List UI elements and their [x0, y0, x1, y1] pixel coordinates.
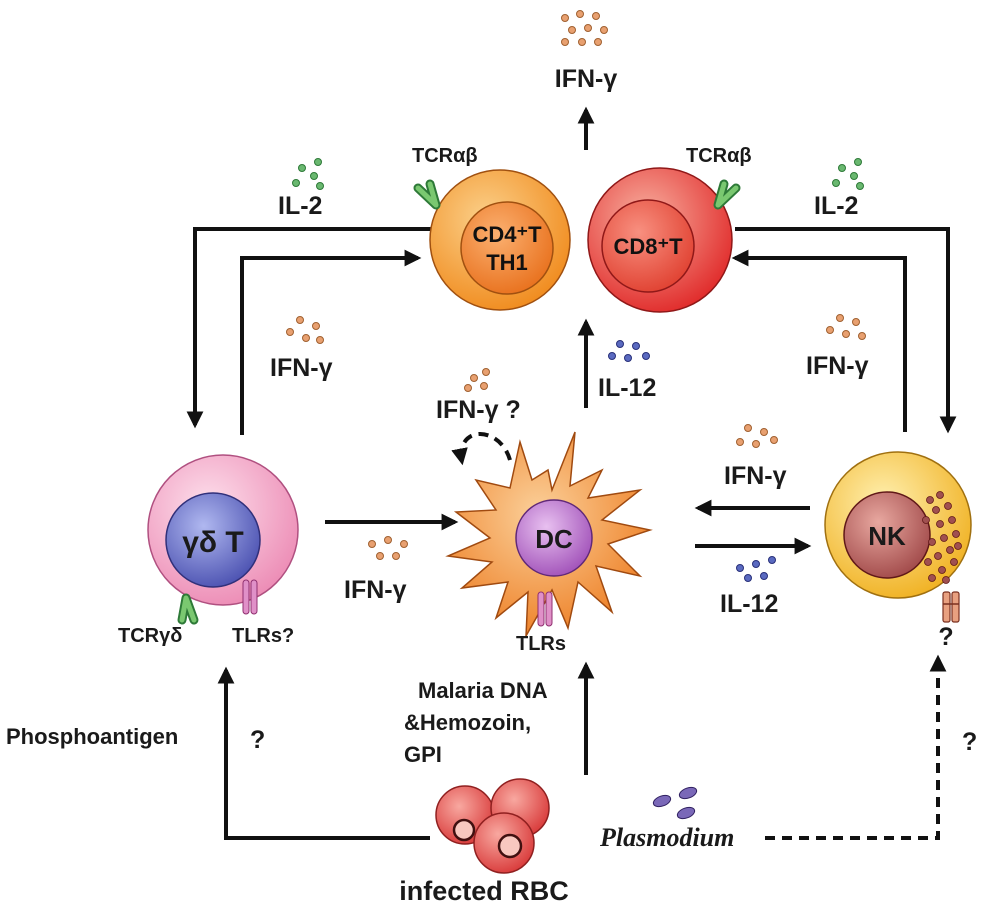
arrow-ifng-to-cd4	[240, 249, 422, 435]
nk-receptor-icon	[942, 591, 960, 623]
il2-dots-left	[292, 158, 324, 190]
nk-cell: NK	[824, 451, 972, 623]
cd4-label-line2: TH1	[486, 250, 528, 275]
dc-tlr-label: TLRs	[516, 633, 566, 655]
arrows	[186, 106, 957, 840]
il12-dc-to-nk-label: IL-12	[720, 590, 778, 618]
il12-dots-up	[608, 340, 650, 362]
ifng-nk-to-dc-label: IFN-γ	[724, 462, 787, 490]
cd4-tcr-receptor-icon	[413, 179, 441, 210]
infected-rbc-label: infected RBC	[399, 876, 569, 906]
cd8-tcr-label: TCRαβ	[686, 145, 752, 167]
il12-dots-dc-nk	[736, 556, 776, 582]
gdt-tlr-label: TLRs?	[232, 625, 294, 647]
ifng-dc-self-label: IFN-γ ?	[436, 396, 521, 424]
cd8-nucleus	[601, 199, 695, 293]
parasite-icon	[497, 833, 523, 859]
ifng-gdt-to-dc-label: IFN-γ	[344, 576, 407, 604]
parasite-icon	[452, 818, 476, 842]
nk-question-label: ?	[938, 623, 953, 651]
ifng-right-label: IFN-γ	[806, 352, 869, 380]
cd4-t-cell: CD4⁺T TH1	[413, 169, 571, 311]
rbc-3	[473, 812, 535, 874]
phosphoantigen-label: Phosphoantigen	[6, 724, 178, 749]
plasmodium-label: Plasmodium	[599, 823, 734, 852]
arrow-rbc-to-gdt	[217, 666, 430, 840]
arrow-il2-to-nk	[735, 227, 957, 434]
cd8-label: CD8⁺T	[613, 234, 683, 259]
infected-rbc-cluster	[435, 778, 550, 874]
cd4-label-line1: CD4⁺T	[472, 222, 542, 247]
malaria-label-line2: &Hemozoin,	[404, 710, 531, 735]
plasmodium-question: ?	[962, 728, 977, 756]
gdt-tcr-receptor-icon	[177, 593, 199, 625]
cd4-tcr-label: TCRαβ	[412, 145, 478, 167]
plasmodium-parasites-icon	[652, 786, 698, 820]
il2-right-label: IL-2	[814, 192, 858, 220]
ifng-dots-top	[561, 10, 608, 46]
malaria-label-line1: Malaria DNA	[418, 678, 548, 703]
malaria-label-line3: GPI	[404, 742, 442, 767]
dendritic-cell: DC	[445, 431, 653, 637]
cd8-t-cell: CD8⁺T	[587, 167, 741, 313]
ifng-dots-dc-self	[464, 368, 490, 392]
dc-label: DC	[535, 524, 573, 554]
cytokine-dots	[286, 10, 866, 582]
arrow-ifng-to-cd8	[731, 249, 907, 432]
phosphoantigen-question: ?	[250, 726, 265, 754]
gdt-tcr-label: TCRγδ	[118, 625, 182, 647]
il2-left-label: IL-2	[278, 192, 322, 220]
arrow-il2-to-gdt	[186, 227, 432, 429]
arrow-dc-self-loop	[451, 432, 512, 466]
ifng-dots-nk-dc	[736, 424, 778, 448]
gdt-nucleus	[165, 492, 261, 588]
labels: IFN-γ TCRαβ TCRαβ IL-2 IL-2 IFN-γ IFN-γ …	[6, 65, 977, 906]
gdt-tlr-receptor-icon	[242, 579, 258, 615]
ifng-dots-left	[286, 316, 324, 344]
il2-dots-right	[832, 158, 864, 190]
gdt-label: γδ T	[182, 526, 244, 559]
cd8-tcr-receptor-icon	[713, 179, 741, 210]
dc-nucleus	[515, 499, 593, 577]
ifng-dots-right	[826, 314, 866, 340]
nk-nucleus	[843, 491, 931, 579]
arrow-plasmodium-to-nk	[765, 654, 947, 840]
nk-granules	[922, 491, 962, 584]
cd4-nucleus	[460, 201, 554, 295]
dc-tlr-receptor-icon	[537, 591, 553, 627]
ifng-dots-gdt-dc	[368, 536, 408, 560]
nk-label: NK	[868, 521, 906, 551]
ifng-left-label: IFN-γ	[270, 354, 333, 382]
il12-up-label: IL-12	[598, 374, 656, 402]
gamma-delta-t-cell: γδ T	[147, 454, 299, 625]
top-ifng-label: IFN-γ	[555, 65, 618, 93]
